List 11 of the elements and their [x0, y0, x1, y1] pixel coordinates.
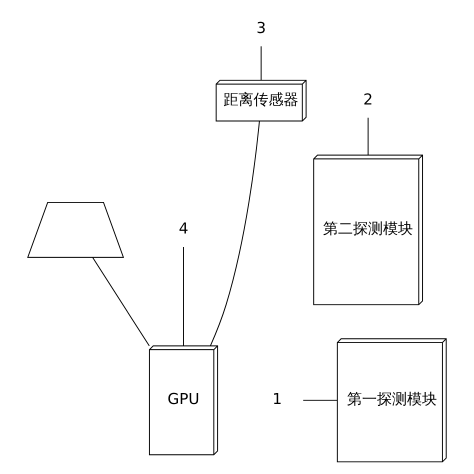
node-text: 1	[272, 390, 282, 408]
node-text: 3	[256, 18, 266, 37]
connector	[302, 400, 338, 401]
connector	[368, 117, 369, 156]
connector	[183, 246, 184, 346]
connector	[260, 46, 262, 81]
node-text: 4	[178, 219, 188, 238]
node-trapezoid	[27, 202, 124, 258]
connector	[210, 120, 260, 346]
node-text: 2	[363, 90, 373, 108]
connector	[92, 257, 150, 346]
